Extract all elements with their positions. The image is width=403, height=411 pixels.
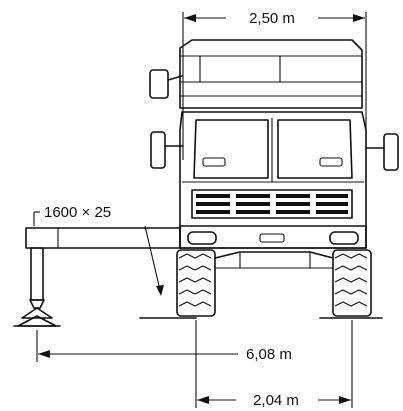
outrigger-annotation: 1600 × 25	[33, 204, 164, 296]
upper-mirror-left	[149, 69, 183, 99]
side-mirror-left	[150, 131, 184, 169]
leader-line	[144, 225, 161, 291]
grille	[191, 189, 353, 219]
windshield-right	[277, 119, 353, 179]
track-width-label: 2,04 m	[253, 392, 299, 409]
cab-outline	[179, 111, 367, 249]
headlight-left	[187, 231, 217, 245]
cab-roof	[179, 39, 363, 109]
side-mirror-right	[365, 133, 399, 171]
outrigger-section-label: 1600 × 25	[44, 204, 111, 221]
support-span-label: 6,08 m	[246, 346, 292, 363]
cab-body	[179, 111, 367, 249]
wiper-left	[202, 157, 226, 167]
roof-box	[179, 39, 363, 109]
support-leg	[30, 247, 44, 301]
arrowhead-right	[353, 14, 365, 22]
dimension-track-width: 2,04 m	[195, 320, 353, 409]
vehicle-width-label: 2,50 m	[249, 10, 295, 27]
wheel-right	[332, 249, 372, 317]
arrowhead-left	[184, 14, 196, 22]
wiper-right	[319, 157, 343, 167]
axle	[214, 251, 334, 269]
wheel-left	[176, 249, 216, 317]
dimension-vehicle-width: 2,50 m	[182, 10, 367, 160]
outrigger	[13, 227, 181, 327]
headlight-right	[329, 231, 359, 245]
dimension-support-span: 6,08 m	[36, 330, 292, 363]
support-pad	[21, 307, 53, 319]
outrigger-beam	[25, 227, 181, 249]
bumper	[179, 225, 367, 249]
windshield-left	[193, 119, 269, 179]
